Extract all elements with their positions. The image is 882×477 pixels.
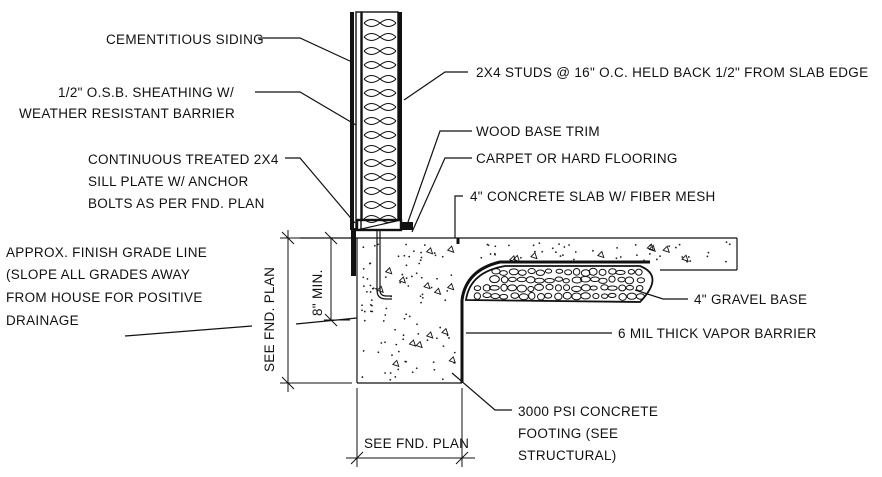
batt-insulation <box>363 19 397 223</box>
label-grade-line4: DRAINAGE <box>6 313 79 328</box>
dimensions <box>280 230 475 467</box>
concrete-stipple <box>361 241 731 381</box>
label-cementitious-siding: CEMENTITIOUS SIDING <box>106 32 264 47</box>
label-footing-line3: STRUCTURAL) <box>518 448 617 463</box>
label-footing-line1: 3000 PSI CONCRETE <box>518 404 658 419</box>
anchor-bolt <box>379 230 392 297</box>
siding-bottom <box>351 228 356 276</box>
wood-base-trim <box>401 222 413 230</box>
osb-sheathing <box>355 11 362 231</box>
label-sill-line2: SILL PLATE W/ ANCHOR <box>88 174 249 189</box>
concrete-outline <box>356 237 738 384</box>
gravel-base <box>464 265 654 303</box>
leader-lines <box>124 37 688 411</box>
label-dim-fnd-horizontal: SEE FND. PLAN <box>364 436 469 451</box>
label-grade-line1: APPROX. FINISH GRADE LINE <box>6 245 207 260</box>
label-flooring: CARPET OR HARD FLOORING <box>476 151 678 166</box>
label-studs: 2X4 STUDS @ 16" O.C. HELD BACK 1/2" FROM… <box>476 65 868 80</box>
label-grade-line3: FROM HOUSE FOR POSITIVE <box>6 290 203 305</box>
wall-assembly <box>350 11 413 300</box>
cementitious-siding <box>350 12 354 230</box>
label-sill-line1: CONTINUOUS TREATED 2X4 <box>88 152 279 167</box>
interior-finish <box>398 12 402 220</box>
label-dim-8in: 8" MIN. <box>310 269 325 316</box>
label-grade-line2: (SLOPE ALL GRADES AWAY <box>6 267 190 282</box>
label-osb-line2: WEATHER RESISTANT BARRIER <box>19 106 235 121</box>
label-slab: 4" CONCRETE SLAB W/ FIBER MESH <box>470 189 716 204</box>
label-footing-line2: FOOTING (SEE <box>518 426 618 441</box>
label-gravel: 4" GRAVEL BASE <box>694 292 807 307</box>
annotation-text: CEMENTITIOUS SIDING 1/2" O.S.B. SHEATHIN… <box>6 32 868 463</box>
label-vapor: 6 MIL THICK VAPOR BARRIER <box>618 326 817 341</box>
label-osb-line1: 1/2" O.S.B. SHEATHING W/ <box>58 85 234 100</box>
label-wood-base-trim: WOOD BASE TRIM <box>476 124 600 139</box>
label-dim-fnd-vertical: SEE FND. PLAN <box>262 267 277 372</box>
label-sill-line3: BOLTS AS PER FND. PLAN <box>88 196 265 211</box>
